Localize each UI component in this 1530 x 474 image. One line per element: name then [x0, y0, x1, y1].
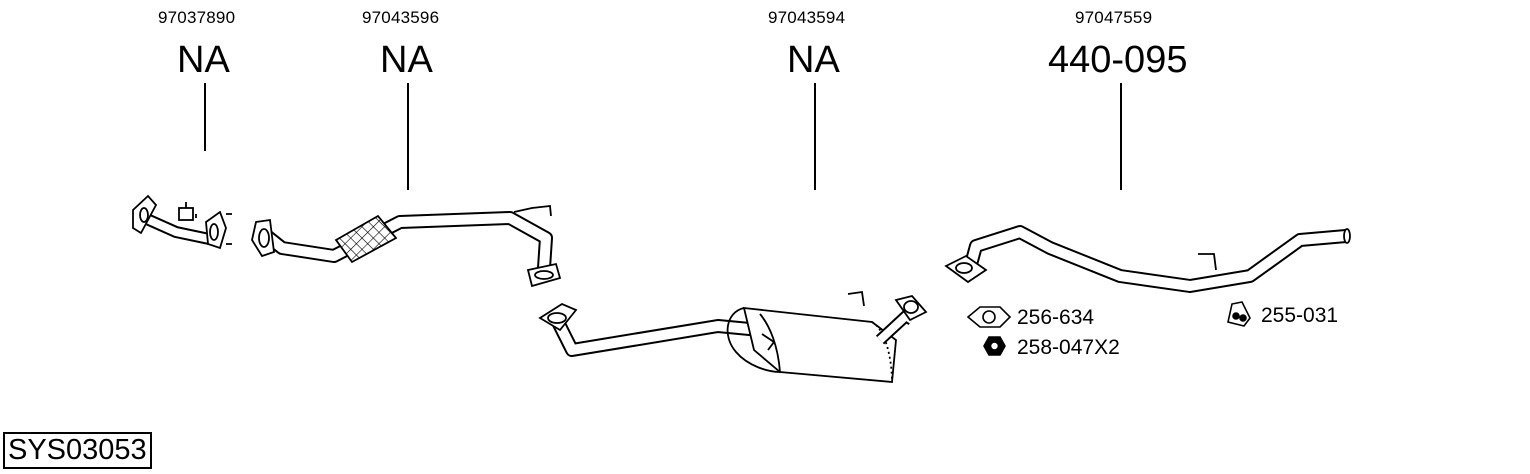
leader-line [204, 83, 206, 151]
part-oe-number: 97037890 [158, 8, 236, 27]
accessory-code: 258-047X2 [1017, 336, 1120, 359]
leader-line [407, 83, 409, 190]
accessory-code: 256-634 [1017, 306, 1095, 329]
part-number: 440-095 [1048, 39, 1188, 81]
leader-line [1120, 83, 1122, 190]
part-oe-number: 97043596 [362, 8, 440, 27]
part-number: NA [787, 39, 840, 81]
system-code: SYS03053 [3, 432, 152, 469]
nut-icon [983, 336, 1006, 356]
front-pipe-flange-part [132, 194, 232, 250]
accessory-code: 255-031 [1261, 304, 1339, 327]
part-number: NA [380, 39, 433, 81]
part-oe-number: 97047559 [1075, 8, 1153, 27]
part-number: NA [177, 39, 230, 81]
flex-pipe-part [251, 205, 562, 288]
tail-pipe-part [944, 225, 1351, 293]
rubber-mount-icon [1227, 301, 1251, 327]
center-silencer-part [538, 290, 928, 383]
part-oe-number: 97043594 [768, 8, 846, 27]
gasket-icon [966, 306, 1012, 328]
leader-line [814, 83, 816, 190]
